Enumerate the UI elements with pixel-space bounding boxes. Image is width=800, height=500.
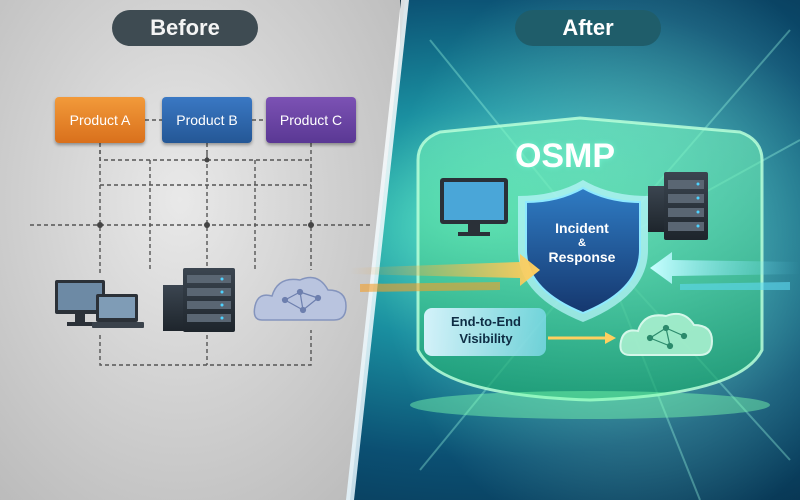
- before-label: Before: [112, 10, 258, 46]
- product-c-box: Product C: [266, 97, 356, 143]
- visibility-label: End-to-End Visibility: [428, 313, 544, 347]
- server-rack-icon: [163, 268, 235, 332]
- server-rack-icon-after: [648, 172, 708, 240]
- small-arrow-icon: [548, 332, 616, 344]
- visibility-line1: End-to-End: [450, 314, 522, 329]
- orange-arrow-icon: [350, 254, 540, 292]
- computer-monitors-icon: [55, 280, 144, 328]
- monitor-icon: [440, 178, 508, 236]
- cloud-network-icon-after: [619, 312, 714, 356]
- visibility-box: [424, 308, 546, 356]
- product-b-box: Product B: [162, 97, 252, 143]
- shield-label-line3: Response: [548, 249, 616, 265]
- shield-label-line1: Incident: [555, 220, 609, 236]
- shield-icon: [518, 180, 648, 322]
- platform-title: OSMP: [514, 137, 616, 175]
- shield-label-line2: &: [578, 237, 586, 249]
- product-a-box: Product A: [55, 97, 145, 143]
- cloud-network-icon: [253, 276, 347, 321]
- shield-label: Incident & Response: [530, 220, 634, 266]
- cyan-arrow-icon: [650, 252, 800, 290]
- before-panel-background: [0, 0, 400, 500]
- after-label: After: [515, 10, 661, 46]
- visibility-line2: Visibility: [459, 331, 513, 346]
